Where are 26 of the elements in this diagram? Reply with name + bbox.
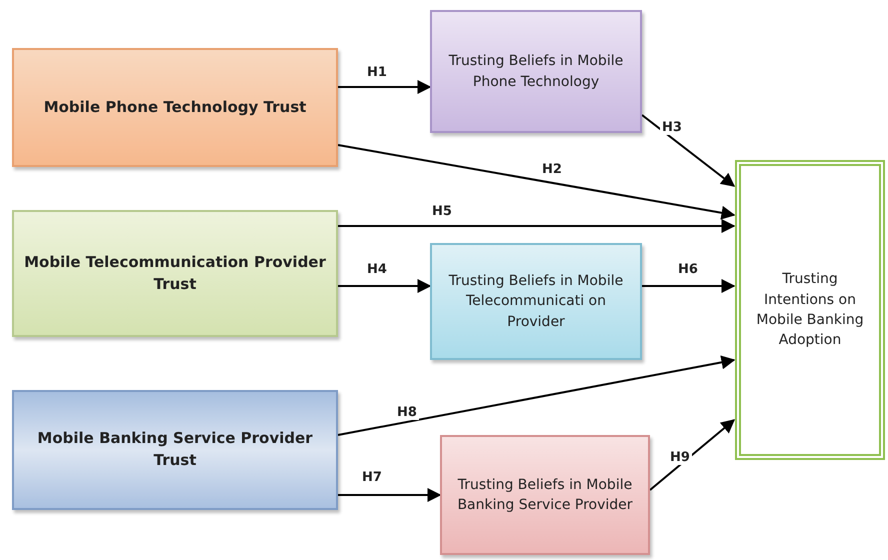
- construct-box: [12, 48, 338, 167]
- arrow: [338, 219, 736, 233]
- belief-box: [440, 435, 650, 555]
- node-label: Trusting Beliefs in Mobile Phone Technology: [448, 52, 624, 92]
- node-label: Trusting Intentions on Mobile Banking Adoption: [755, 270, 865, 350]
- arrow: [649, 419, 736, 491]
- arrow: [642, 279, 736, 293]
- arrow: [338, 144, 736, 220]
- arrow: [338, 279, 432, 293]
- arrow: [338, 355, 736, 436]
- construct-box: [12, 390, 338, 510]
- node-label: Mobile Banking Service Provider Trust: [36, 428, 314, 471]
- belief-box: [430, 243, 642, 360]
- outcome-box: [735, 160, 885, 460]
- node-label: Trusting Beliefs in Mobile Banking Service Provider: [456, 476, 634, 515]
- node-label: Mobile Telecommunication Provider Trust: [24, 252, 326, 294]
- arrow: [338, 488, 442, 502]
- edge-label: H3: [660, 120, 684, 135]
- node-label: Trusting Beliefs in Mobile Telecommunicati on Provider: [448, 272, 624, 332]
- edge-label: H9: [668, 450, 692, 465]
- arrow: [338, 80, 432, 94]
- node-label: Mobile Phone Technology Trust: [44, 96, 306, 118]
- belief-box: [430, 10, 642, 133]
- construct-box: [12, 210, 338, 337]
- edge-label: H8: [395, 405, 419, 420]
- arrow: [641, 114, 736, 187]
